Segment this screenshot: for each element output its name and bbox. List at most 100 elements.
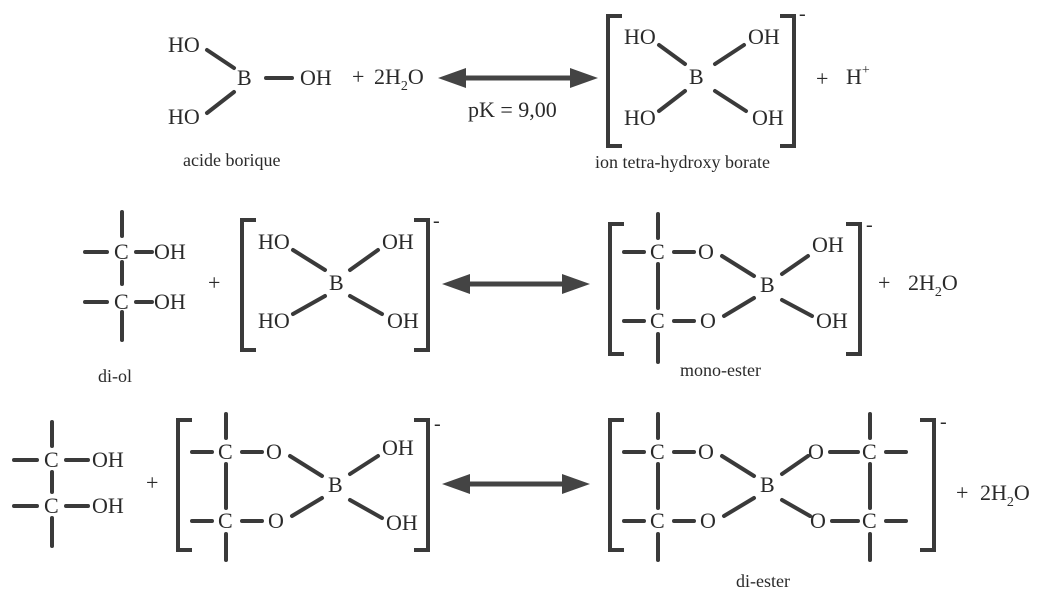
atom-o: O bbox=[698, 239, 714, 264]
bond bbox=[780, 298, 814, 318]
atom-c: C bbox=[650, 308, 665, 333]
water-formula: 2H2O bbox=[980, 480, 1030, 510]
atom-oh: OH bbox=[752, 105, 784, 130]
atom-c: C bbox=[114, 289, 129, 314]
bond bbox=[720, 254, 756, 278]
plus-sign: + bbox=[146, 470, 158, 495]
charge-minus: - bbox=[799, 3, 806, 25]
plus-sign: + bbox=[208, 270, 220, 295]
charge-minus: - bbox=[866, 214, 873, 236]
bond bbox=[780, 498, 812, 518]
caption-boric-acid: acide borique bbox=[183, 150, 280, 170]
atom-oh: OH bbox=[300, 65, 332, 90]
water-formula: 2H2O bbox=[374, 64, 424, 94]
atom-oh: OH bbox=[382, 435, 414, 460]
bond bbox=[720, 454, 756, 478]
bond bbox=[348, 248, 380, 272]
proton: H+ bbox=[846, 63, 870, 89]
atom-oh: OH bbox=[748, 24, 780, 49]
bond bbox=[205, 90, 236, 115]
bond bbox=[780, 454, 810, 476]
atom-c: C bbox=[650, 239, 665, 264]
monoester-molecule: - C C O O B OH OH bbox=[176, 412, 441, 562]
atom-ho: HO bbox=[258, 308, 290, 333]
pk-label: pK = 9,00 bbox=[468, 97, 557, 122]
bond bbox=[722, 296, 756, 318]
atom-ho: HO bbox=[168, 32, 200, 57]
bracket-right bbox=[414, 218, 430, 352]
atom-c: C bbox=[114, 239, 129, 264]
diol-molecule: C C OH OH bbox=[83, 210, 186, 342]
atom-c: C bbox=[218, 508, 233, 533]
tetrahydroxyborate-ion: - HO OH B HO OH bbox=[606, 3, 806, 148]
charge-minus: - bbox=[434, 413, 441, 435]
bond bbox=[722, 496, 756, 518]
plus-sign: + bbox=[352, 64, 364, 89]
row3-diester-formation: C C OH OH + - C C O O B OH OH bbox=[12, 411, 1030, 591]
atom-b: B bbox=[329, 270, 344, 295]
atom-o: O bbox=[810, 508, 826, 533]
atom-o: O bbox=[700, 308, 716, 333]
bond bbox=[657, 43, 687, 66]
atom-c: C bbox=[650, 508, 665, 533]
bond bbox=[713, 89, 748, 113]
equilibrium-arrow bbox=[442, 474, 590, 494]
monoester-molecule: - C C O O B OH OH bbox=[608, 212, 873, 364]
diester-molecule: - C C O O B O O C C bbox=[608, 411, 947, 562]
atom-oh: OH bbox=[92, 493, 124, 518]
atom-oh: OH bbox=[816, 308, 848, 333]
row2-monoester-formation: C C OH OH di-ol + - HO OH B HO OH bbox=[83, 210, 958, 386]
atom-oh: OH bbox=[154, 289, 186, 314]
atom-oh: OH bbox=[382, 229, 414, 254]
atom-b: B bbox=[237, 65, 252, 90]
plus-sign: + bbox=[956, 480, 968, 505]
caption-monoester: mono-ester bbox=[680, 360, 761, 380]
atom-b: B bbox=[760, 472, 775, 497]
atom-oh: OH bbox=[386, 510, 418, 535]
bracket-left bbox=[176, 418, 192, 552]
bracket-left bbox=[608, 418, 624, 552]
bond bbox=[780, 254, 810, 276]
bracket-right bbox=[414, 418, 430, 552]
bracket-left bbox=[240, 218, 256, 352]
bond bbox=[291, 294, 327, 316]
atom-c: C bbox=[44, 447, 59, 472]
equilibrium-arrow bbox=[442, 274, 590, 294]
atom-ho: HO bbox=[624, 105, 656, 130]
bond bbox=[713, 43, 746, 66]
plus-sign: + bbox=[878, 270, 890, 295]
atom-b: B bbox=[689, 64, 704, 89]
row1-boric-acid-equilibrium: HO HO B OH acide borique + 2H2O pK = 9,0… bbox=[168, 3, 870, 172]
caption-diol: di-ol bbox=[98, 366, 132, 386]
atom-c: C bbox=[862, 439, 877, 464]
atom-o: O bbox=[808, 439, 824, 464]
boric-acid-molecule: HO HO B OH bbox=[168, 32, 332, 129]
atom-oh: OH bbox=[154, 239, 186, 264]
tetrahydroxyborate-ion: - HO OH B HO OH bbox=[240, 210, 440, 352]
bracket-right bbox=[780, 14, 796, 148]
charge-minus: - bbox=[940, 411, 947, 433]
bond bbox=[291, 248, 327, 272]
caption-diester: di-ester bbox=[736, 571, 790, 591]
atom-ho: HO bbox=[258, 229, 290, 254]
diol-molecule: C C OH OH bbox=[12, 420, 124, 548]
atom-c: C bbox=[218, 439, 233, 464]
plus-sign: + bbox=[816, 66, 828, 91]
bracket-right bbox=[920, 418, 936, 552]
atom-ho: HO bbox=[624, 24, 656, 49]
atom-o: O bbox=[700, 508, 716, 533]
bond bbox=[348, 498, 384, 520]
bond bbox=[348, 454, 380, 476]
atom-c: C bbox=[650, 439, 665, 464]
atom-oh: OH bbox=[387, 308, 419, 333]
atom-b: B bbox=[760, 272, 775, 297]
atom-o: O bbox=[698, 439, 714, 464]
atom-oh: OH bbox=[812, 232, 844, 257]
equilibrium-arrow bbox=[438, 68, 598, 88]
bond bbox=[657, 89, 687, 113]
bracket-left bbox=[606, 14, 622, 148]
bond bbox=[288, 454, 324, 478]
bond bbox=[205, 48, 236, 70]
atom-b: B bbox=[328, 472, 343, 497]
